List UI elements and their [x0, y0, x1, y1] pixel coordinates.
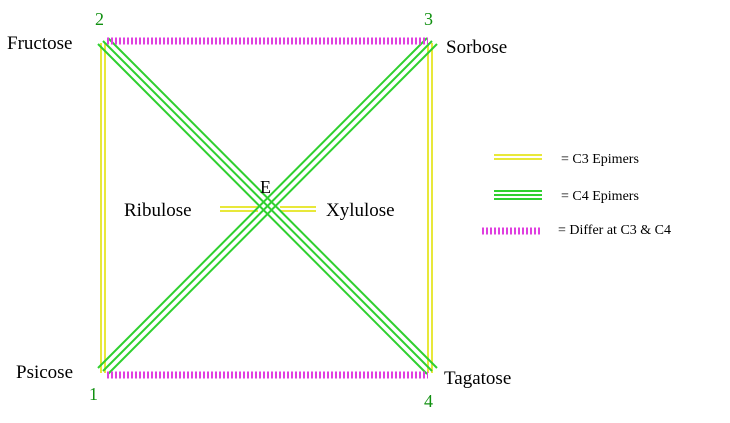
legend-c3-c4-label: = Differ at C3 & C4 [558, 223, 671, 238]
link-center-xylulose [280, 206, 316, 212]
legend-c4-swatch [494, 190, 542, 200]
link-sorbose-psicose [97, 37, 438, 375]
c4-epimer-links [97, 37, 438, 375]
c3-epimer-links [100, 43, 433, 373]
number-sorbose: 3 [424, 9, 433, 29]
link-fructose-psicose [100, 43, 106, 373]
label-sorbose: Sorbose [446, 37, 507, 58]
label-center-e: E [260, 177, 271, 197]
number-tagatose: 4 [424, 391, 433, 411]
legend-c3-label: = C3 Epimers [561, 152, 639, 167]
c3-c4-links [107, 37, 428, 379]
link-ribulose-center [220, 206, 258, 212]
legend-c3-swatch [494, 154, 542, 160]
link-sorbose-tagatose [427, 43, 433, 373]
label-ribulose: Ribulose [124, 200, 192, 221]
label-xylulose: Xylulose [326, 200, 395, 221]
legend: = C3 Epimers = C4 Epimers = Differ at C3… [482, 152, 671, 238]
label-psicose: Psicose [16, 362, 73, 383]
legend-c4-label: = C4 Epimers [561, 189, 639, 204]
label-tagatose: Tagatose [444, 368, 511, 389]
label-fructose: Fructose [7, 33, 72, 54]
number-fructose: 2 [95, 9, 104, 29]
number-psicose: 1 [89, 384, 98, 404]
